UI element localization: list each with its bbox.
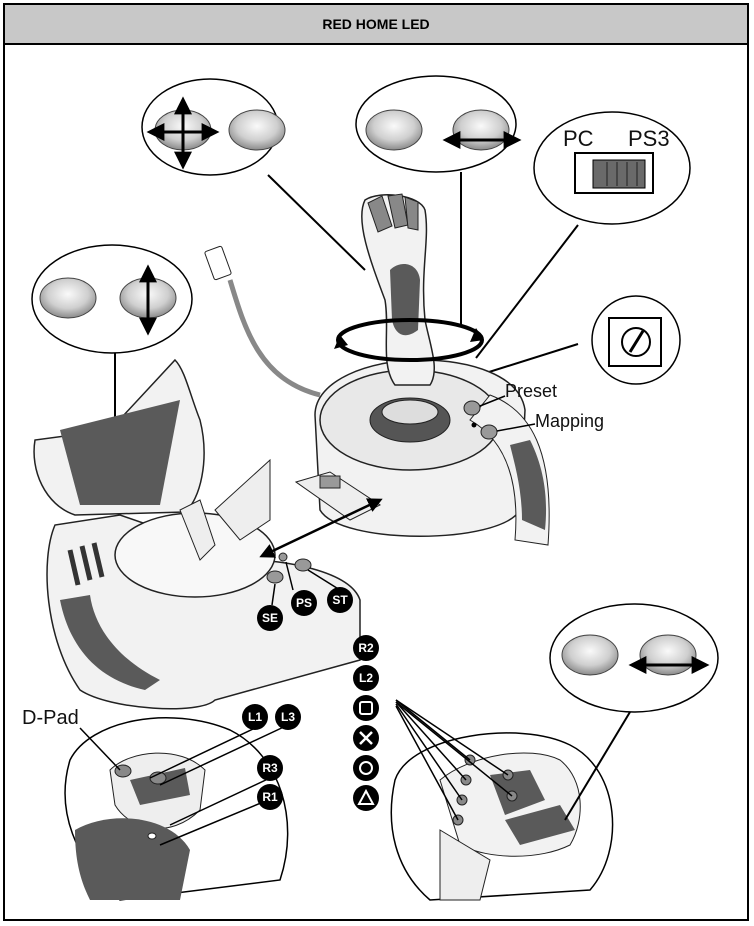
se-button-badge: SE <box>257 605 283 631</box>
svg-text:L1: L1 <box>248 710 262 724</box>
throttle-illustration <box>33 358 361 710</box>
stick-head-detail-bubble <box>390 732 614 901</box>
svg-text:L3: L3 <box>281 710 295 724</box>
svg-text:PS: PS <box>296 596 312 610</box>
stick-xy-axis-bubble <box>141 78 286 176</box>
svg-text:SE: SE <box>262 611 278 625</box>
ps-button-badge: PS <box>291 590 317 616</box>
circle-button-badge <box>353 755 379 781</box>
svg-text:ST: ST <box>332 593 348 607</box>
dpad-label: D-Pad <box>22 707 79 729</box>
svg-text:R3: R3 <box>262 761 278 775</box>
r2-button-badge: R2 <box>353 635 379 661</box>
throttle-axis-bubble <box>31 244 193 354</box>
st-button-badge: ST <box>327 587 353 613</box>
preset-label: Preset <box>505 381 557 401</box>
svg-text:R1: R1 <box>262 790 278 804</box>
throttle-detail-bubble <box>64 717 289 901</box>
svg-text:L2: L2 <box>359 671 373 685</box>
stick-twist-axis-bubble <box>355 75 522 173</box>
l1-button-badge: L1 <box>242 704 268 730</box>
pc-label: PC <box>563 126 594 151</box>
svg-text:R2: R2 <box>358 641 374 655</box>
ps3-label: PS3 <box>628 126 670 151</box>
l2-button-badge: L2 <box>353 665 379 691</box>
square-button-badge <box>353 695 379 721</box>
l3-button-badge: L3 <box>275 704 301 730</box>
pc-ps3-switch-bubble: PC PS3 <box>533 111 691 225</box>
r3-button-badge: R3 <box>257 755 283 781</box>
mapping-label: Mapping <box>535 411 604 431</box>
page-title: RED HOME LED <box>5 5 747 45</box>
triangle-button-badge <box>353 785 379 811</box>
preset-knob-bubble <box>591 295 681 385</box>
rudder-axis-bubble <box>549 603 719 713</box>
cross-button-badge <box>353 725 379 751</box>
r1-button-badge: R1 <box>257 784 283 810</box>
